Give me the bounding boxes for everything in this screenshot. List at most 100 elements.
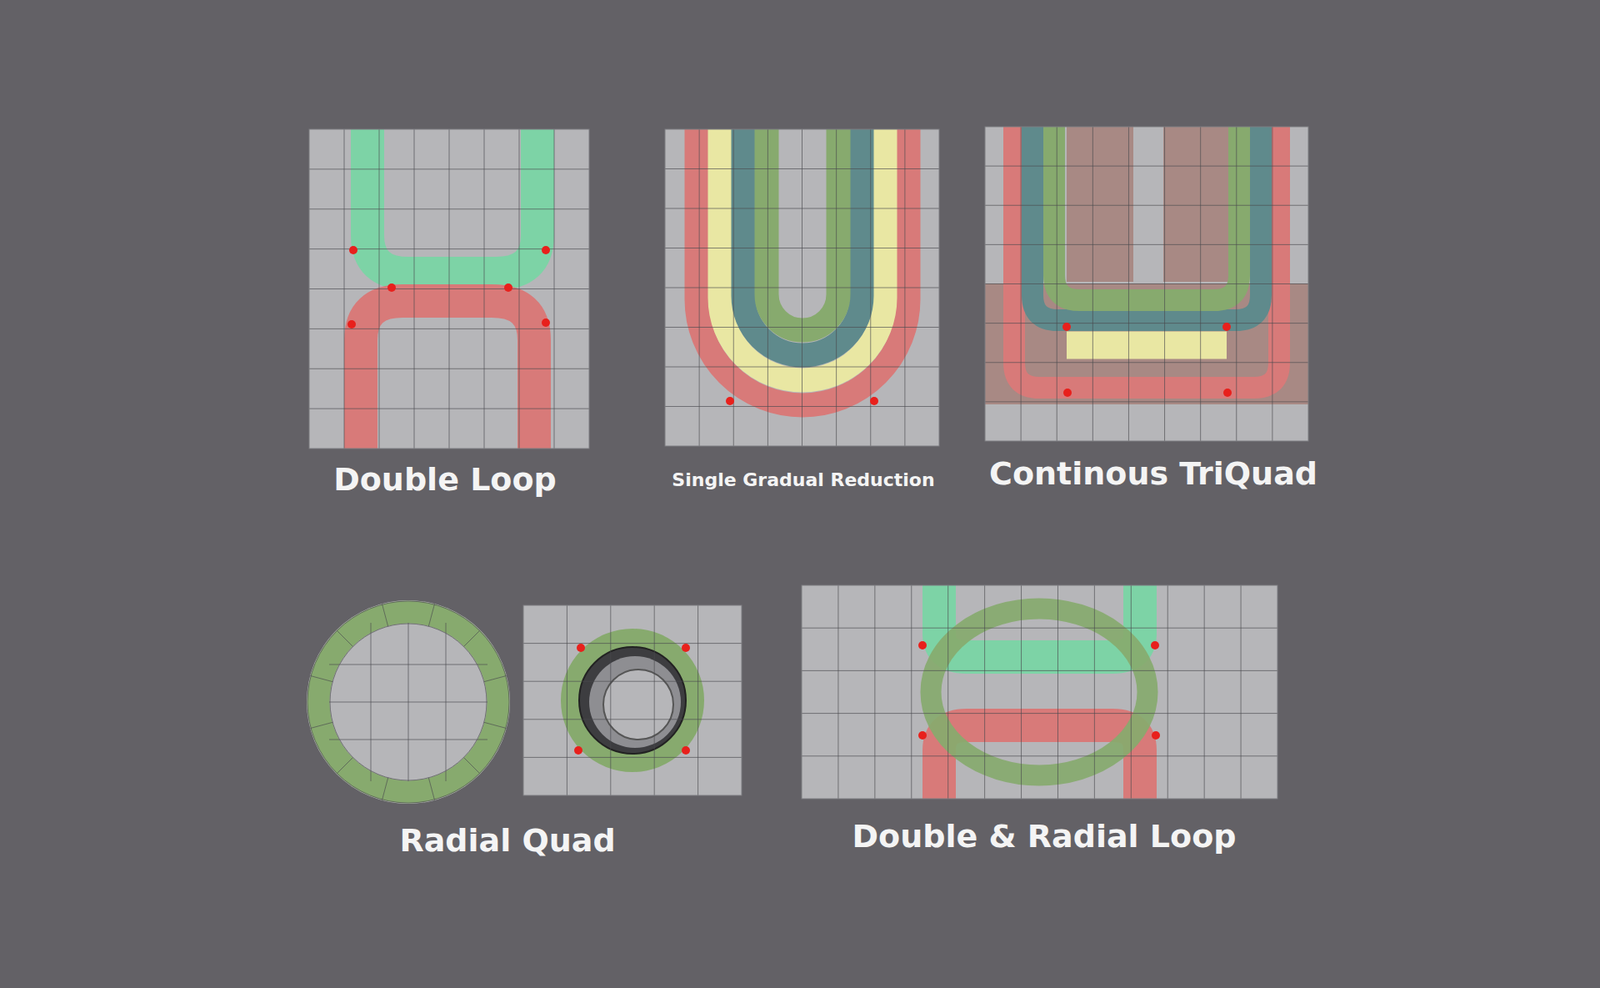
edge-loop-band — [1032, 126, 1261, 320]
grid-line — [654, 605, 655, 795]
edge-loop-band — [360, 300, 535, 449]
grid-line — [985, 283, 1309, 285]
band-group — [930, 585, 1148, 799]
grid-line — [523, 680, 742, 682]
grid-line — [484, 675, 507, 681]
grid-line — [310, 721, 333, 728]
pole-vertex — [504, 283, 513, 292]
caption-label: Double Loop — [333, 460, 557, 500]
panel-border — [801, 585, 1278, 799]
panel-ground — [801, 585, 1278, 799]
grid-lines — [801, 585, 1278, 799]
grid-line — [610, 605, 611, 795]
pole-vertex — [576, 643, 585, 652]
grid-line — [309, 168, 590, 170]
panel-border — [523, 605, 742, 795]
grid-line — [665, 247, 940, 249]
recess-floor — [603, 669, 674, 740]
grid-line — [336, 630, 354, 647]
grid-line — [985, 165, 1309, 167]
pole-vertex — [918, 640, 927, 650]
grid-line — [1020, 585, 1022, 799]
edge-loop-band — [367, 129, 538, 274]
grid-line — [329, 739, 488, 740]
caption-label: Double & Radial Loop — [852, 817, 1237, 856]
grid-line — [984, 585, 985, 799]
pole-vertex — [349, 245, 358, 255]
caption-label: Radial Quad — [399, 821, 615, 860]
grid-line — [985, 322, 1309, 324]
grid-line — [985, 244, 1309, 245]
edge-loop-band — [318, 611, 499, 792]
grid-line — [484, 721, 507, 728]
grid-line — [1240, 585, 1242, 799]
pole-vertex — [870, 396, 879, 405]
pole-vertex — [541, 245, 550, 255]
ring-edge — [307, 600, 510, 803]
grid-line — [523, 718, 742, 720]
grid-line — [1167, 585, 1169, 799]
grid-line — [428, 777, 435, 800]
grid-line — [381, 603, 388, 626]
pole-vertex — [1222, 322, 1231, 331]
mesh-panel — [523, 605, 742, 795]
grid-line — [665, 405, 940, 407]
grid-line — [336, 756, 354, 774]
overlay-region — [1163, 126, 1230, 282]
panel-border — [985, 126, 1309, 441]
ring-edge — [330, 623, 487, 780]
grid-line — [874, 585, 875, 799]
grid-line — [1130, 585, 1132, 799]
pole-vertex — [1063, 388, 1072, 397]
grid-line — [463, 756, 480, 774]
edge-loop-band — [570, 637, 695, 763]
grid-line — [665, 326, 940, 328]
pole-vertex — [1151, 730, 1160, 740]
grid-line — [445, 622, 447, 781]
panel-border — [665, 129, 940, 446]
grid-line — [463, 630, 480, 647]
grid-line — [801, 755, 1278, 756]
caption-label: Continous TriQuad — [989, 455, 1318, 494]
grid-line — [381, 777, 388, 800]
grid-lines — [523, 605, 742, 795]
grid-lines — [309, 129, 590, 449]
grid-line — [947, 585, 949, 799]
panel-ground — [665, 129, 940, 446]
pole-vertex — [574, 745, 583, 755]
pole-vertex — [387, 283, 396, 292]
grid-line — [801, 670, 1278, 671]
mesh-panel — [801, 585, 1278, 799]
disc-ground — [306, 600, 510, 804]
overlay-region — [1066, 126, 1134, 282]
grid-line — [309, 288, 590, 290]
grid-line — [665, 366, 940, 368]
grid-lines — [665, 129, 940, 446]
panel-ground — [985, 126, 1309, 441]
grid-line — [329, 701, 488, 703]
edge-loop-band — [930, 608, 1148, 775]
band-group — [985, 126, 1309, 405]
grid-line — [523, 756, 742, 758]
pole-vertex — [1062, 322, 1071, 331]
grid-line — [1094, 585, 1095, 799]
recess-wall — [579, 646, 686, 754]
band-group — [570, 637, 695, 763]
mesh-panel — [309, 129, 590, 449]
edge-loop-band — [1066, 331, 1227, 360]
grid-line — [309, 328, 590, 330]
mesh-panel — [985, 126, 1309, 441]
edge-loop-band — [1054, 126, 1240, 300]
mesh-panel — [665, 129, 940, 446]
panel-ground — [523, 605, 742, 795]
grid-line — [837, 585, 839, 799]
pole-vertex — [541, 318, 550, 327]
grid-line — [985, 361, 1309, 363]
grid-line — [665, 168, 940, 170]
grid-line — [801, 712, 1278, 714]
grid-line — [566, 605, 568, 795]
grid-line — [801, 627, 1278, 629]
radial-disc — [306, 600, 510, 804]
grid-line — [985, 205, 1309, 206]
caption-label: Single Gradual Reduction — [671, 469, 935, 491]
